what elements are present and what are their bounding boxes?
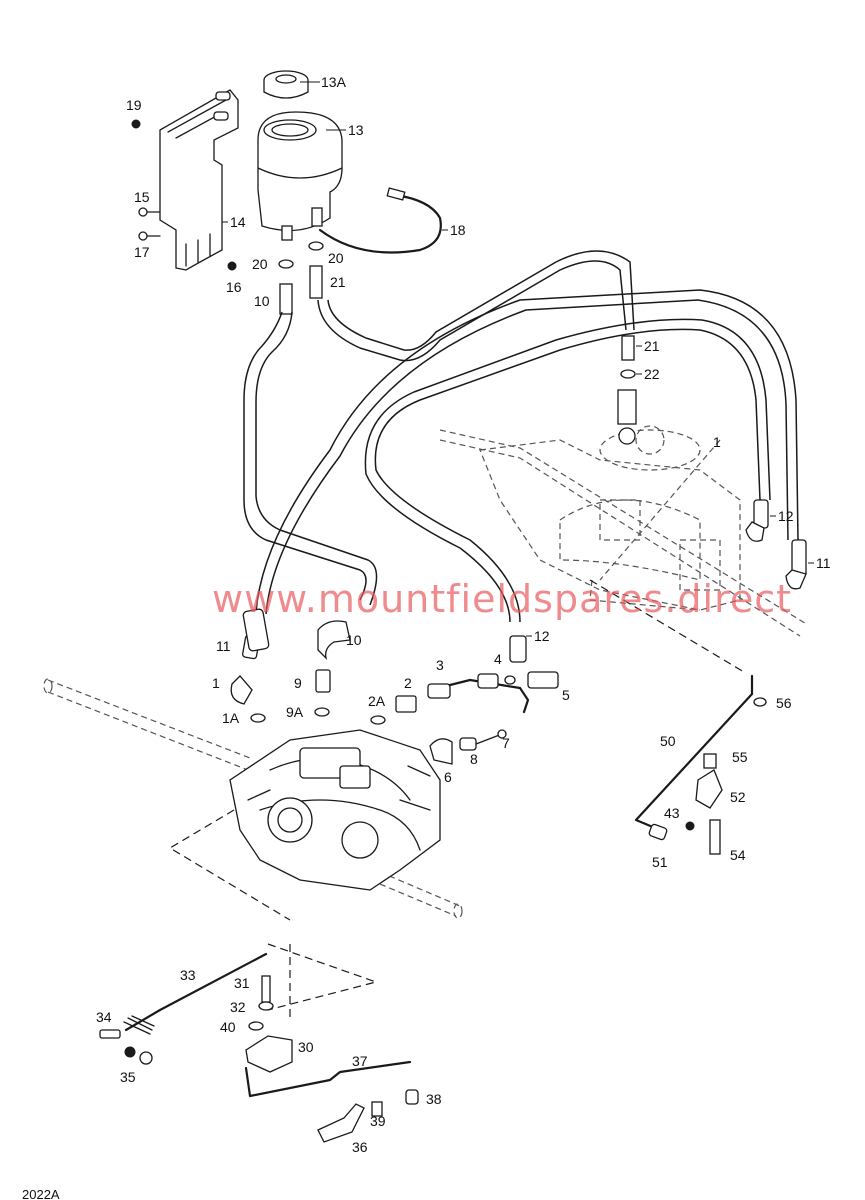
callout-20-left: 20: [252, 256, 268, 272]
callout-11-right: 11: [816, 555, 831, 571]
callout-20-right: 20: [328, 250, 344, 266]
small-fasteners-top: [131, 119, 237, 271]
callout-35: 35: [120, 1069, 136, 1085]
callout-3: 3: [436, 657, 444, 673]
watermark-text: www.mountfieldspares.direct: [212, 577, 792, 621]
left-transaxle-body: [229, 729, 441, 891]
callout-37: 37: [352, 1053, 368, 1069]
hose-12: [364, 318, 771, 623]
callout-1-left: 1: [212, 675, 220, 691]
callout-8: 8: [470, 751, 478, 767]
fittings-11-12-right: [745, 499, 807, 590]
callout-36: 36: [352, 1139, 368, 1155]
spring-cable-33: [99, 952, 268, 1039]
reservoir-cap: [263, 70, 309, 99]
callout-4: 4: [494, 651, 502, 667]
callout-30: 30: [298, 1039, 314, 1055]
callout-2: 2: [404, 675, 412, 691]
brake-rod-50: [634, 674, 767, 841]
rod-37: [244, 1060, 419, 1105]
right-transaxle-ghost: [439, 425, 809, 637]
callout-22: 22: [644, 366, 660, 382]
bracket-36: [317, 1101, 383, 1143]
callout-2A: 2A: [368, 693, 386, 709]
callouts: 13A 13 19 14 15 17 16 18 20 20 10 21 21 …: [96, 74, 831, 1155]
callout-16: 16: [226, 279, 242, 295]
breather-tube: [318, 187, 442, 254]
callout-43: 43: [664, 805, 680, 821]
figure-reference: 2022A: [22, 1187, 60, 1200]
callout-15: 15: [134, 189, 150, 205]
callout-11-left: 11: [216, 638, 231, 654]
brake-bracket-52: [685, 753, 723, 855]
callout-52: 52: [730, 789, 746, 805]
callout-21-right: 21: [644, 338, 660, 354]
left-transaxle-fittings: [230, 608, 559, 765]
callout-21-top: 21: [330, 274, 346, 290]
callout-12-left: 12: [534, 628, 550, 644]
callout-31: 31: [234, 975, 250, 991]
callout-32: 32: [230, 999, 246, 1015]
callout-13: 13: [348, 122, 364, 138]
callout-39: 39: [370, 1113, 386, 1129]
callout-1A: 1A: [222, 710, 240, 726]
reservoir-bracket: [159, 89, 239, 271]
bracket-30: [124, 975, 293, 1073]
callout-1-right: 1: [713, 434, 721, 450]
dashed-connector-lines: [168, 579, 745, 1018]
callout-38: 38: [426, 1091, 442, 1107]
callout-17: 17: [134, 244, 150, 260]
callout-7: 7: [502, 735, 510, 751]
callout-18: 18: [450, 222, 466, 238]
left-axle-shaft: [43, 678, 463, 919]
callout-34: 34: [96, 1009, 112, 1025]
callout-33: 33: [180, 967, 196, 983]
callout-19: 19: [126, 97, 142, 113]
callout-54: 54: [730, 847, 746, 863]
reservoir-tank: [257, 111, 343, 241]
pump-fitting-22: [617, 335, 637, 445]
callout-13A: 13A: [321, 74, 347, 90]
callout-9: 9: [294, 675, 302, 691]
callout-14: 14: [230, 214, 246, 230]
callout-51: 51: [652, 854, 668, 870]
callout-12-right: 12: [778, 508, 794, 524]
hose-10: [243, 311, 378, 606]
callout-55: 55: [732, 749, 748, 765]
callout-6: 6: [444, 769, 452, 785]
callout-50: 50: [660, 733, 676, 749]
callout-10-top: 10: [254, 293, 270, 309]
callout-40: 40: [220, 1019, 236, 1035]
hose-clamps-top: [278, 241, 324, 315]
callout-10-left: 10: [346, 632, 362, 648]
callout-5: 5: [562, 687, 570, 703]
hose-21: [317, 250, 635, 362]
callout-56: 56: [776, 695, 792, 711]
callout-9A: 9A: [286, 704, 304, 720]
hose-11: [255, 289, 799, 615]
